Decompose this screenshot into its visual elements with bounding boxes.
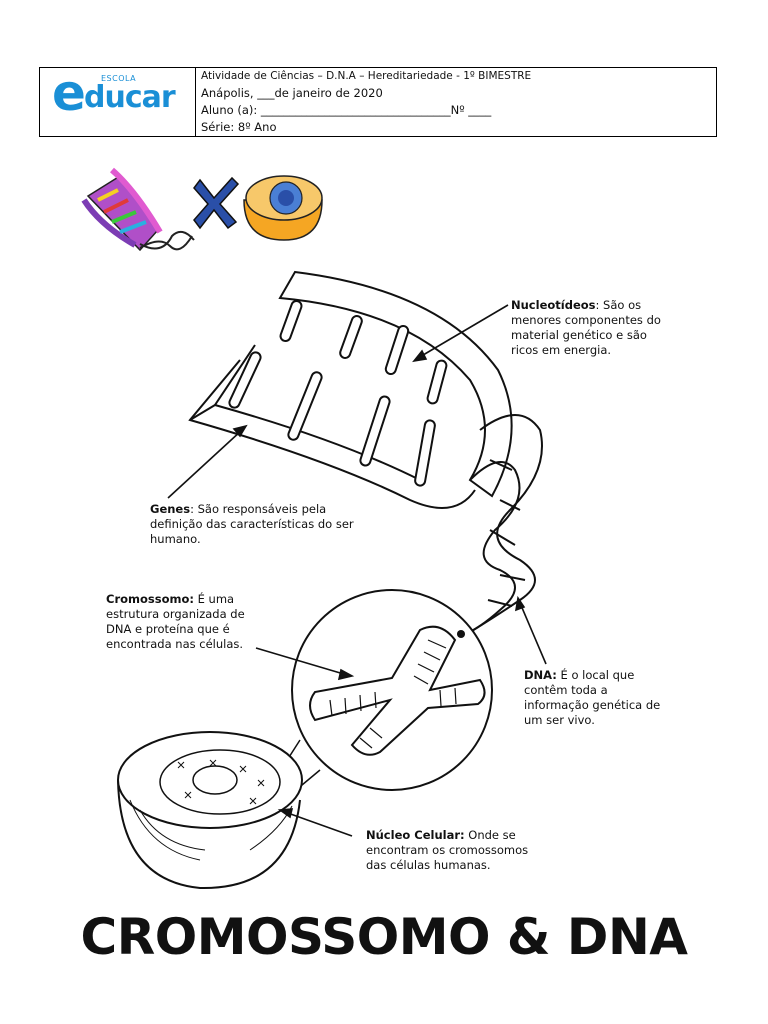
genes-term: Genes — [150, 502, 190, 516]
cromossomo-term: Cromossomo: — [106, 592, 194, 606]
nucleotideos-term: Nucleotídeos — [511, 298, 596, 312]
small-dna-icon — [84, 170, 194, 250]
annotation-nucleotideos: Nucleotídeos: São os menores componentes… — [511, 298, 671, 358]
annotation-nucleo: Núcleo Celular: Onde se encontram os cro… — [366, 828, 546, 873]
nucleo-term: Núcleo Celular: — [366, 828, 465, 842]
dna-ribbon-drawing — [190, 272, 542, 636]
annotation-dna: DNA: É o local que contêm toda a informa… — [524, 668, 674, 728]
dna-term: DNA: — [524, 668, 557, 682]
annotation-genes: Genes: São responsáveis pela definição d… — [150, 502, 368, 547]
annotation-cromossomo: Cromossomo: É uma estrutura organizada d… — [106, 592, 266, 652]
small-cell-icon — [244, 176, 322, 240]
small-chromosome-icon — [194, 178, 238, 228]
cell-drawing — [118, 732, 302, 888]
page-title: CROMOSSOMO & DNA — [0, 908, 768, 966]
chromosome-magnified — [268, 590, 492, 795]
